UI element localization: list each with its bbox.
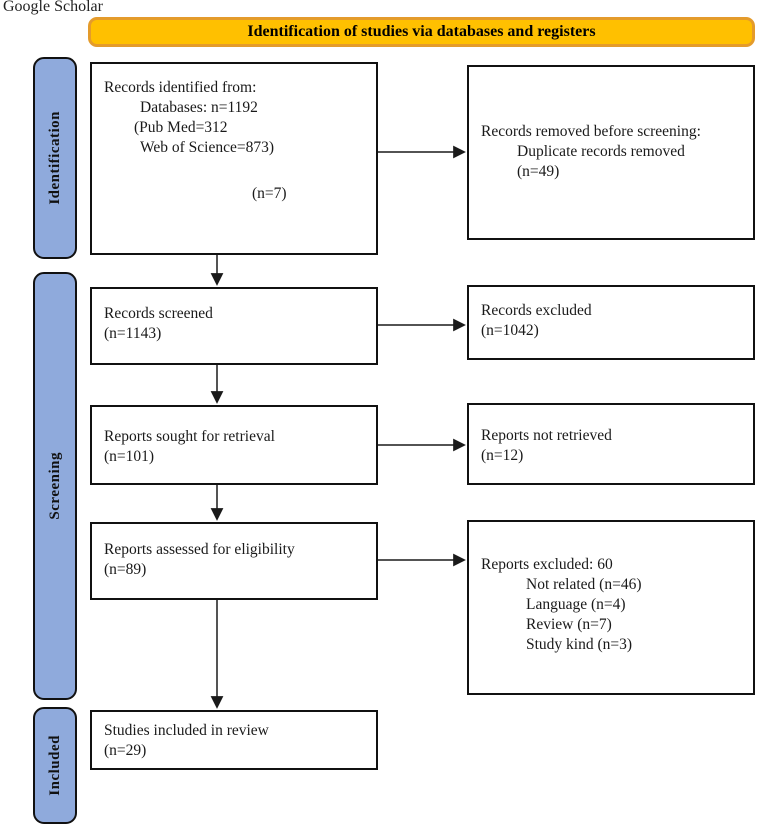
box-reports-assessed: Reports assessed for eligibility (n=89) <box>90 522 378 600</box>
stage-included: Included <box>33 707 77 824</box>
box-line: Reports sought for retrieval <box>104 428 275 445</box>
box-line: (Pub Med=312 <box>134 119 228 136</box>
stage-included-label: Included <box>46 735 63 796</box>
box-line: Review (n=7) <box>526 616 612 633</box>
box-line: (n=89) <box>104 561 147 578</box>
stage-screening: Screening <box>33 272 77 700</box>
box-records-identified: Records identified from: Databases: n=11… <box>90 62 378 255</box>
stage-screening-label: Screening <box>46 452 63 520</box>
box-records-removed: Records removed before screening: Duplic… <box>467 65 755 240</box>
box-records-screened: Records screened (n=1143) <box>90 287 378 365</box>
box-line: Records identified from: <box>104 79 257 96</box>
box-line: Duplicate records removed <box>517 143 685 160</box>
corner-caption: Google Scholar <box>3 0 103 15</box>
box-line: (n=1042) <box>481 322 539 339</box>
banner-identification-via-databases: Identification of studies via databases … <box>88 17 755 47</box>
stage-identification: Identification <box>33 57 77 259</box>
box-line: Study kind (n=3) <box>526 636 633 653</box>
box-line: (n=101) <box>104 448 155 465</box>
box-line: (n=1143) <box>104 325 162 342</box>
box-reports-excluded: Reports excluded: 60 Not related (n=46) … <box>467 520 755 695</box>
box-studies-included: Studies included in review (n=29) <box>90 710 378 770</box>
box-line: Studies included in review <box>104 722 269 739</box>
box-line: Records screened <box>104 305 213 322</box>
box-records-excluded: Records excluded (n=1042) <box>467 285 755 360</box>
box-line: Reports assessed for eligibility <box>104 541 295 558</box>
box-line: Language (n=4) <box>526 596 626 613</box>
box-line: Records removed before screening: <box>481 123 701 140</box>
box-line: (n=12) <box>481 447 524 464</box>
box-line: Not related (n=46) <box>526 576 642 593</box>
stage-identification-label: Identification <box>46 111 63 205</box>
box-line: (n=49) <box>517 163 560 180</box>
box-reports-not-retrieved: Reports not retrieved (n=12) <box>467 403 755 485</box>
box-line: Records excluded <box>481 302 592 319</box>
box-line: Web of Science=873) <box>140 139 275 156</box>
box-line: Reports not retrieved <box>481 427 612 444</box>
box-line: Databases: n=1192 <box>140 99 258 116</box>
box-line: (n=29) <box>104 742 147 759</box>
box-line: (n=7) <box>252 185 287 202</box>
box-reports-sought: Reports sought for retrieval (n=101) <box>90 405 378 485</box>
box-line: Reports excluded: 60 <box>481 556 613 573</box>
